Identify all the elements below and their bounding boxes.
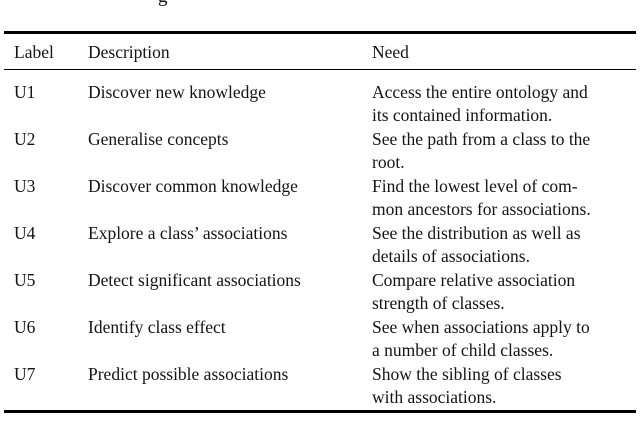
- row-need: Compare relative association strength of…: [372, 269, 636, 316]
- table-top-rule: [4, 31, 636, 34]
- row-label: U2: [14, 129, 36, 150]
- header-description: Description: [88, 41, 170, 62]
- need-line: mon ancestors for associations.: [372, 199, 591, 220]
- table-body: U1 Discover new knowledge Access the ent…: [0, 70, 640, 410]
- row-description: Detect significant associations: [88, 270, 301, 291]
- need-line: See when associations apply to: [372, 317, 590, 338]
- row-need: Access the entire ontology and its conta…: [372, 81, 636, 128]
- need-line: Find the lowest level of com-: [372, 176, 578, 197]
- row-description: Predict possible associations: [88, 364, 289, 385]
- row-label: U7: [14, 364, 36, 385]
- table-row: U1 Discover new knowledge Access the ent…: [4, 81, 636, 128]
- cropped-caption-glyph: g: [158, 0, 168, 8]
- need-line: a number of child classes.: [372, 340, 554, 361]
- table-header-row: Label Description Need: [4, 34, 636, 69]
- row-description: Explore a class’ associations: [88, 223, 288, 244]
- row-description: Discover common knowledge: [88, 176, 298, 197]
- row-need: Show the sibling of classes with associa…: [372, 363, 636, 410]
- header-label: Label: [14, 41, 54, 62]
- row-label: U3: [14, 176, 36, 197]
- need-line: Compare relative association: [372, 270, 576, 291]
- need-line: See the path from a class to the: [372, 129, 591, 150]
- row-need: Find the lowest level of com- mon ancest…: [372, 175, 636, 222]
- need-line: Show the sibling of classes: [372, 364, 562, 385]
- row-need: See when associations apply to a number …: [372, 316, 636, 363]
- header-need: Need: [372, 41, 409, 62]
- row-need: See the path from a class to the root.: [372, 128, 636, 175]
- need-line: root.: [372, 152, 405, 173]
- row-description: Generalise concepts: [88, 129, 229, 150]
- row-label: U1: [14, 82, 36, 103]
- table-bottom-rule: [4, 410, 636, 413]
- table-row: U4 Explore a class’ associations See the…: [4, 222, 636, 269]
- table-header-rule: [4, 68, 636, 71]
- table-row: U7 Predict possible associations Show th…: [4, 363, 636, 410]
- need-line: Access the entire ontology and: [372, 82, 588, 103]
- row-label: U5: [14, 270, 36, 291]
- row-description: Identify class effect: [88, 317, 226, 338]
- table-row: U3 Discover common knowledge Find the lo…: [4, 175, 636, 222]
- row-description: Discover new knowledge: [88, 82, 266, 103]
- need-line: its contained information.: [372, 105, 553, 126]
- row-label: U6: [14, 317, 36, 338]
- table-row: U2 Generalise concepts See the path from…: [4, 128, 636, 175]
- table-row: U6 Identify class effect See when associ…: [4, 316, 636, 363]
- row-label: U4: [14, 223, 36, 244]
- row-need: See the distribution as well as details …: [372, 222, 636, 269]
- table-row: U5 Detect significant associations Compa…: [4, 269, 636, 316]
- need-line: details of associations.: [372, 246, 530, 267]
- need-line: with associations.: [372, 387, 497, 408]
- need-line: See the distribution as well as: [372, 223, 581, 244]
- need-line: strength of classes.: [372, 293, 505, 314]
